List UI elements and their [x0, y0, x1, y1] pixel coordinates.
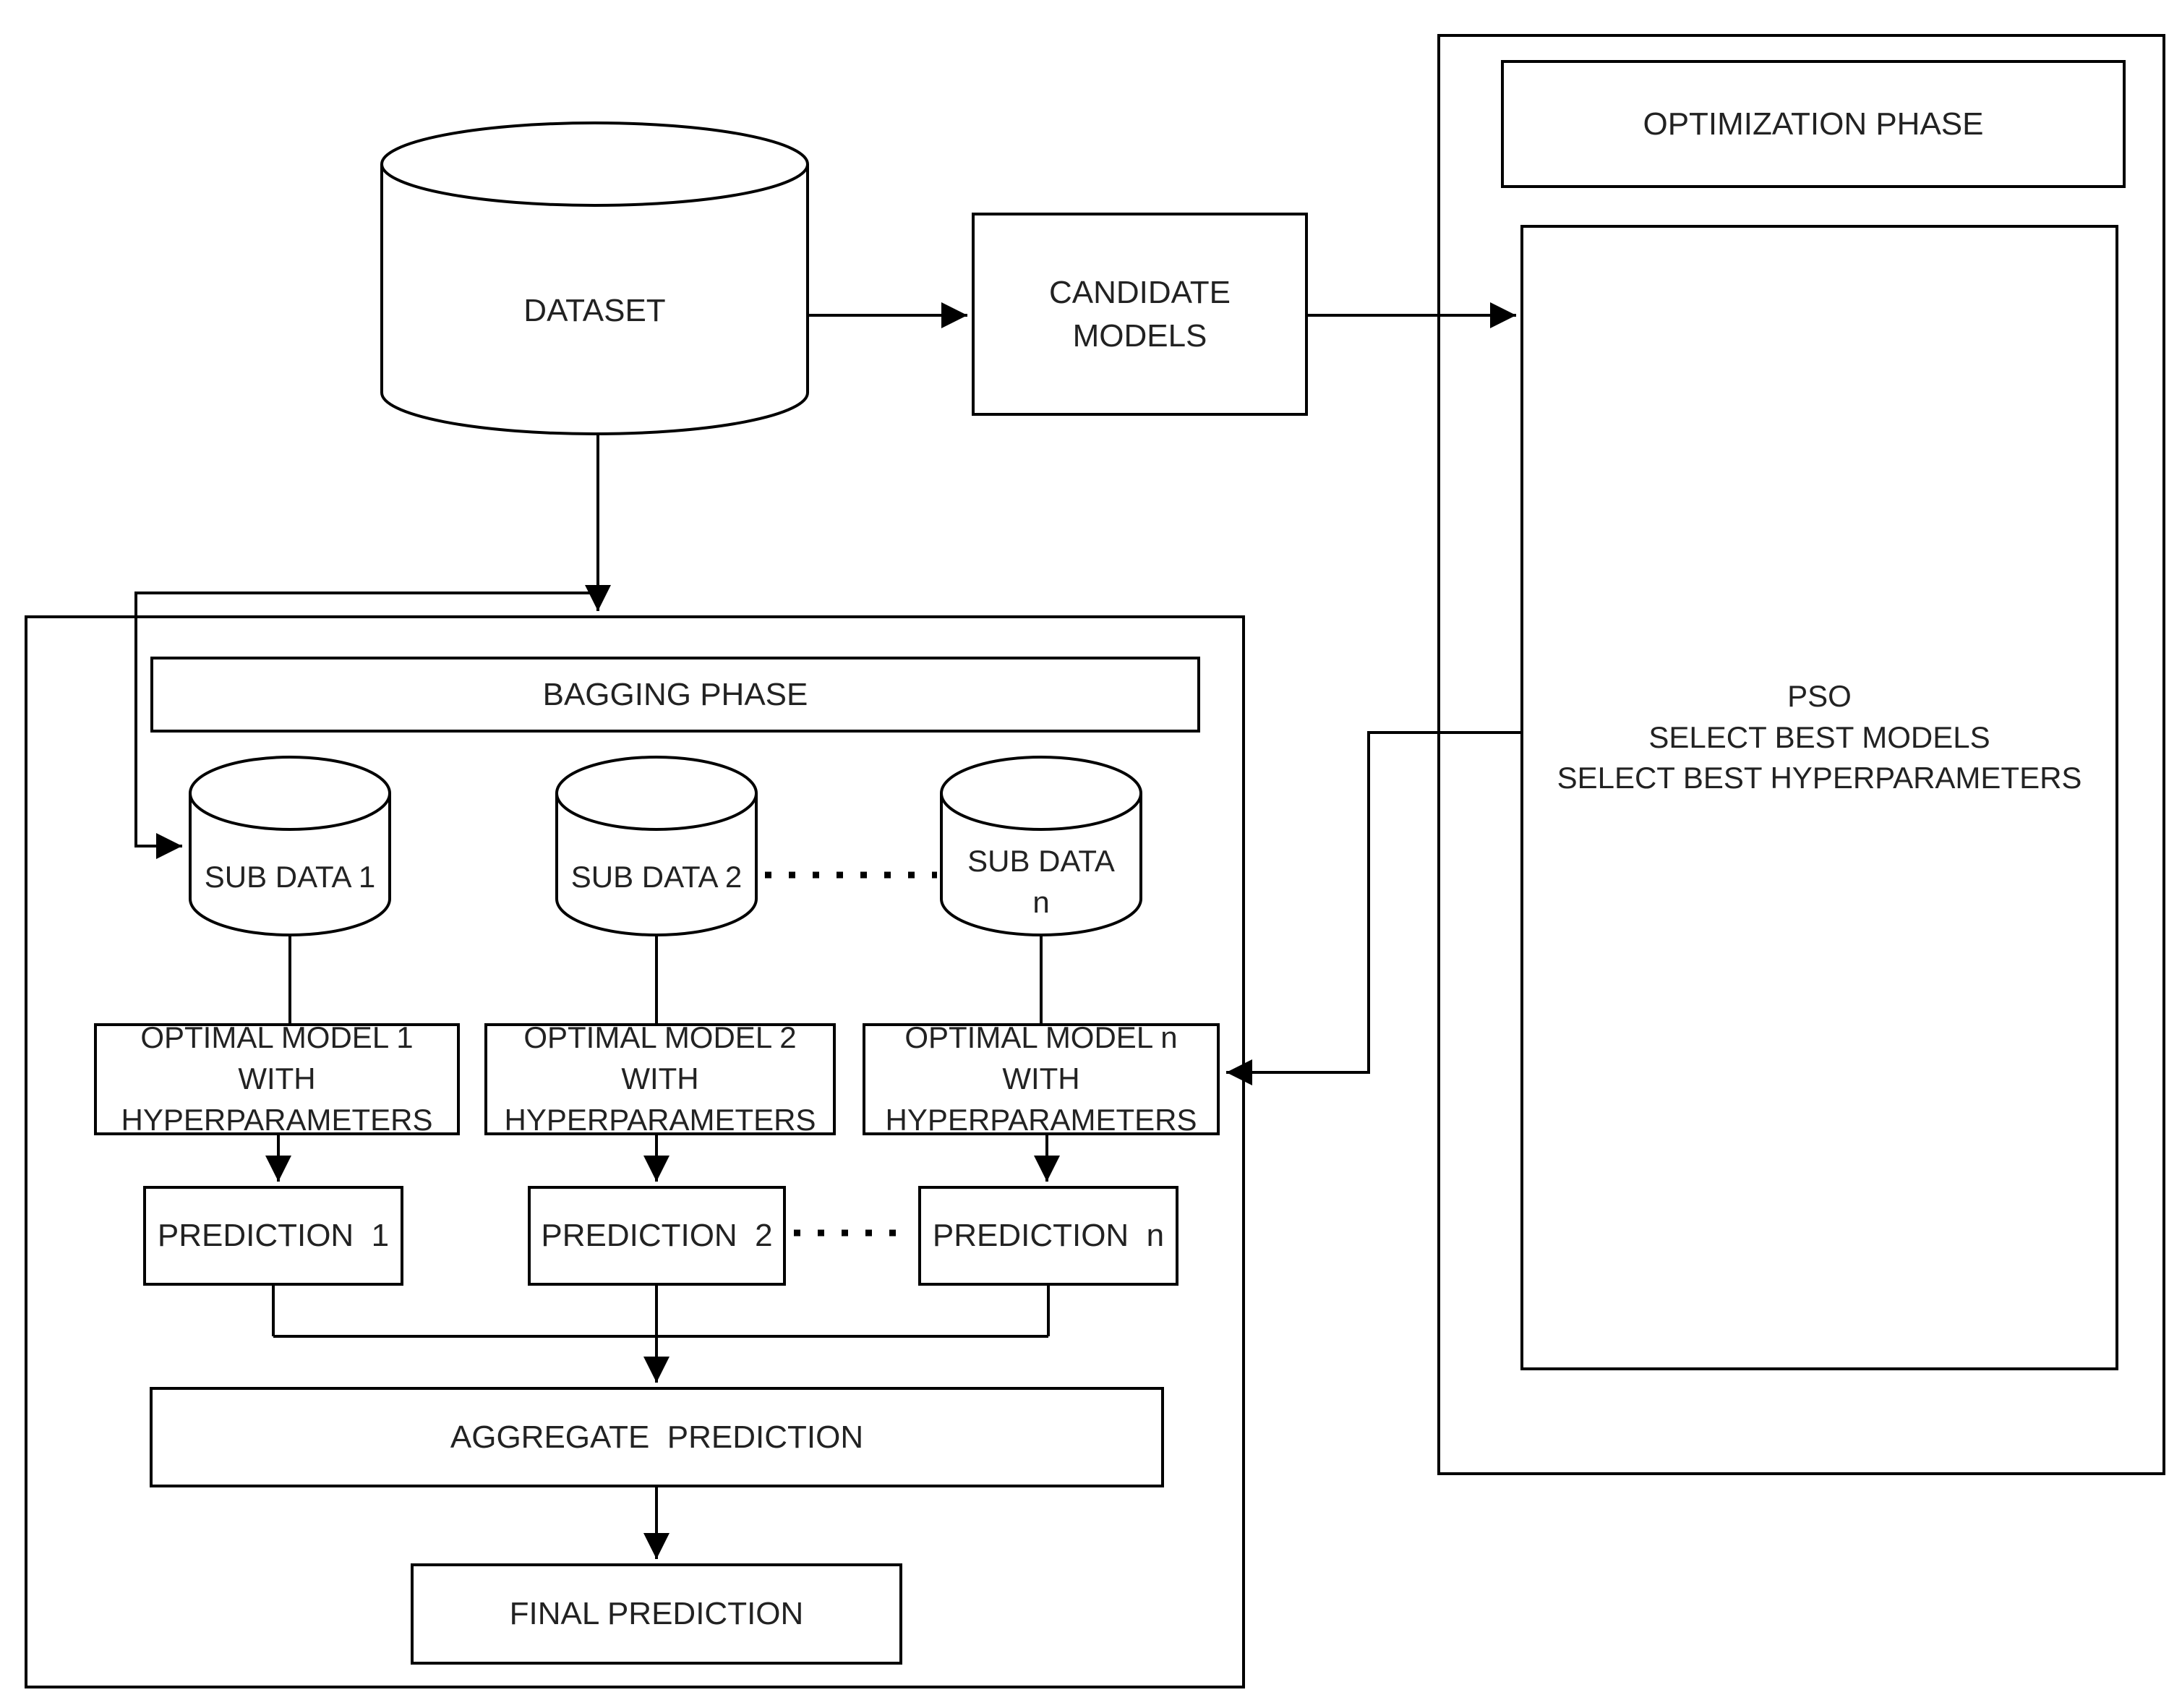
optimization-phase-container	[1437, 34, 2165, 1475]
prediction-1-label: PREDICTION 1	[157, 1218, 390, 1254]
arrow-dataset-to-sub-data-1	[134, 592, 598, 859]
pso-line-2: SELECT BEST MODELS	[1648, 720, 1990, 754]
aggregate-prediction-box: AGGREGATE PREDICTION	[150, 1387, 1164, 1487]
prediction-1-box: PREDICTION 1	[143, 1186, 403, 1286]
optimization-phase-title-box: OPTIMIZATION PHASE	[1501, 60, 2126, 188]
prediction-n-label: PREDICTION n	[932, 1218, 1165, 1254]
final-prediction-box: FINAL PREDICTION	[411, 1563, 902, 1665]
aggregate-prediction-label: AGGREGATE PREDICTION	[450, 1419, 864, 1455]
candidate-models-line1: CANDIDATE	[1049, 275, 1231, 311]
bagging-phase-title: BAGGING PHASE	[542, 676, 808, 712]
sub-data-2-label: SUB DATA 2	[570, 859, 743, 894]
optimal-model-1-box: OPTIMAL MODEL 1 WITH HYPERPARAMETERS	[94, 1020, 460, 1137]
optimal-model-n-line2: WITH	[1002, 1062, 1080, 1096]
optimal-model-n-line3: HYPERPARAMETERS	[885, 1102, 1197, 1137]
optimal-model-1-line2: WITH	[238, 1062, 316, 1096]
sub-data-n-label-line2: n	[1032, 885, 1050, 919]
pso-line-3: SELECT BEST HYPERPARAMETERS	[1557, 761, 2082, 795]
sub-data-1-label: SUB DATA 1	[204, 859, 376, 894]
sub-data-1-cylinder-shape	[189, 756, 391, 936]
sub-data-n-cylinder-shape	[940, 756, 1142, 936]
prediction-n-box: PREDICTION n	[918, 1186, 1178, 1286]
bagging-phase-title-box: BAGGING PHASE	[150, 657, 1200, 733]
optimal-model-2-line2: WITH	[621, 1062, 699, 1096]
sub-data-2-node: SUB DATA 2	[551, 852, 762, 902]
optimal-model-n-box: OPTIMAL MODEL n WITH HYPERPARAMETERS	[863, 1020, 1220, 1137]
dataset-label: DATASET	[523, 293, 666, 329]
final-prediction-label: FINAL PREDICTION	[509, 1596, 804, 1632]
prediction-2-box: PREDICTION 2	[528, 1186, 786, 1286]
optimal-model-1-line3: HYPERPARAMETERS	[121, 1102, 433, 1137]
arrow-pso-to-optimal-model-n	[1226, 731, 1520, 1085]
optimal-model-n-line1: OPTIMAL MODEL n	[904, 1020, 1178, 1055]
optimization-phase-title: OPTIMIZATION PHASE	[1643, 106, 1984, 142]
pso-line-1: PSO	[1787, 679, 1852, 713]
optimal-model-2-box: OPTIMAL MODEL 2 WITH HYPERPARAMETERS	[484, 1020, 836, 1137]
pso-text-block: PSO SELECT BEST MODELS SELECT BEST HYPER…	[1557, 676, 2082, 799]
optimal-model-2-line3: HYPERPARAMETERS	[504, 1102, 816, 1137]
sub-data-n-node: SUB DATA n	[941, 839, 1141, 926]
optimal-model-2-line1: OPTIMAL MODEL 2	[523, 1020, 797, 1055]
bagging-phase-container	[25, 615, 1245, 1688]
pso-box: PSO SELECT BEST MODELS SELECT BEST HYPER…	[1520, 225, 2118, 1370]
sub-data-2-cylinder-shape	[555, 756, 758, 936]
candidate-models-box: CANDIDATE MODELS	[972, 213, 1308, 416]
optimal-model-1-line1: OPTIMAL MODEL 1	[140, 1020, 414, 1055]
dataset-node: DATASET	[382, 282, 808, 340]
sub-data-n-label-line1: SUB DATA	[967, 844, 1115, 879]
sub-data-1-node: SUB DATA 1	[184, 852, 395, 902]
candidate-models-line2: MODELS	[1072, 317, 1207, 354]
prediction-2-label: PREDICTION 2	[541, 1218, 773, 1254]
dataset-cylinder-shape	[380, 121, 809, 435]
